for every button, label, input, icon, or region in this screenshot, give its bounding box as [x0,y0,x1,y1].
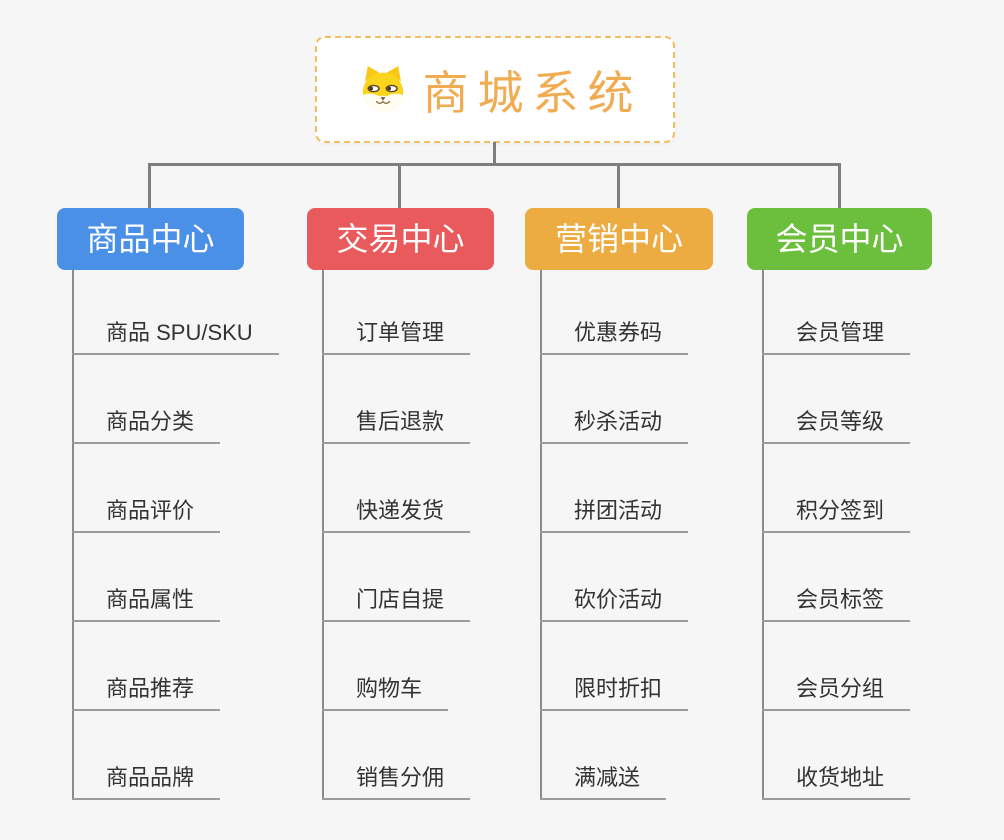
leaf-node[interactable]: 会员分组 [762,674,911,711]
branch-spine-member [762,269,764,800]
connector-drop-member [838,165,841,209]
leaf-node[interactable]: 拼团活动 [540,496,689,533]
leaf-node[interactable]: 订单管理 [322,318,471,355]
branch-node-marketing-center[interactable]: 营销中心 [525,208,713,270]
leaf-node[interactable]: 收货地址 [762,763,911,800]
branch-spine-trade [322,269,324,800]
branch-node-trade-center[interactable]: 交易中心 [307,208,494,270]
connector-drop-product [148,165,151,209]
root-node[interactable]: 商城系统 [315,36,675,143]
leaf-node[interactable]: 售后退款 [322,407,471,444]
leaf-node[interactable]: 秒杀活动 [540,407,689,444]
leaf-node[interactable]: 销售分佣 [322,763,471,800]
shiba-dog-icon [362,65,403,112]
connector-root-vertical [493,142,496,164]
branch-node-product-center[interactable]: 商品中心 [57,208,244,270]
leaf-node[interactable]: 门店自提 [322,585,471,622]
root-label: 商城系统 [422,66,643,119]
branch-spine-marketing [540,269,542,800]
leaf-node[interactable]: 砍价活动 [540,585,689,622]
branch-node-member-center[interactable]: 会员中心 [747,208,932,270]
leaf-node[interactable]: 商品分类 [72,407,221,444]
branch-spine-product [72,269,74,800]
leaf-node[interactable]: 商品品牌 [72,763,221,800]
leaf-node[interactable]: 会员管理 [762,318,911,355]
leaf-node[interactable]: 快递发货 [322,496,471,533]
leaf-node[interactable]: 限时折扣 [540,674,689,711]
leaf-node[interactable]: 商品推荐 [72,674,221,711]
leaf-node[interactable]: 商品属性 [72,585,221,622]
leaf-node[interactable]: 积分签到 [762,496,911,533]
connector-drop-trade [398,165,401,209]
leaf-node[interactable]: 商品 SPU/SKU [72,318,279,355]
leaf-node[interactable]: 购物车 [322,674,449,711]
leaf-node[interactable]: 商品评价 [72,496,221,533]
connector-horizontal-rail [148,163,841,166]
connector-drop-marketing [617,165,620,209]
leaf-node[interactable]: 满减送 [540,763,667,800]
leaf-node[interactable]: 优惠券码 [540,318,689,355]
leaf-node[interactable]: 会员等级 [762,407,911,444]
leaf-node[interactable]: 会员标签 [762,585,911,622]
